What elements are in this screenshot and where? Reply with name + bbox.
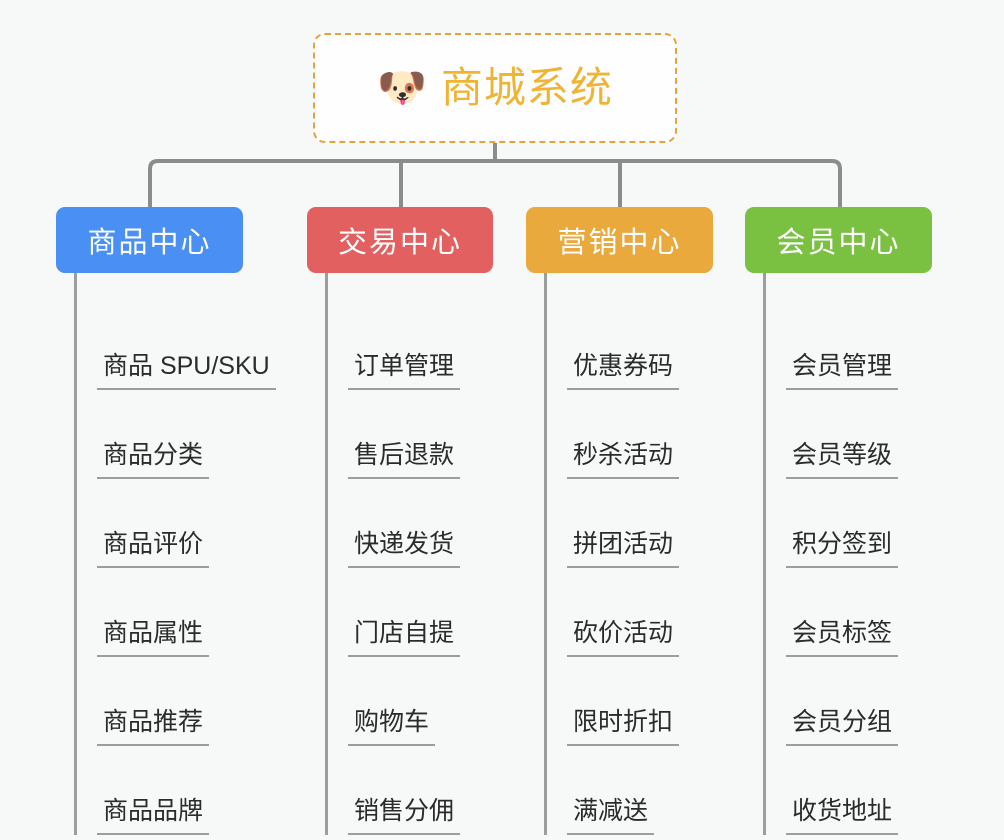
list-item[interactable]: 拼团活动 xyxy=(567,479,713,568)
leaf-label: 购物车 xyxy=(348,708,436,746)
branch-items-member-center: 会员管理 会员等级 积分签到 会员标签 会员分组 收货地址 xyxy=(763,273,932,835)
list-item[interactable]: 商品分类 xyxy=(97,390,276,479)
list-item[interactable]: 优惠券码 xyxy=(567,301,713,390)
leaf-label: 商品属性 xyxy=(97,619,210,657)
branch-member-center: 会员中心 会员管理 会员等级 积分签到 会员标签 会员分组 收货地址 xyxy=(745,207,932,835)
leaf-label: 会员标签 xyxy=(786,619,899,657)
list-item[interactable]: 销售分佣 xyxy=(348,746,493,835)
list-item[interactable]: 商品属性 xyxy=(97,568,276,657)
leaf-label: 商品分类 xyxy=(97,441,210,479)
list-item[interactable]: 会员管理 xyxy=(786,301,932,390)
branch-header-member-center[interactable]: 会员中心 xyxy=(745,207,932,273)
list-item[interactable]: 商品品牌 xyxy=(97,746,276,835)
list-item[interactable]: 商品评价 xyxy=(97,479,276,568)
list-item[interactable]: 限时折扣 xyxy=(567,657,713,746)
leaf-label: 快递发货 xyxy=(348,530,461,568)
leaf-label: 限时折扣 xyxy=(567,708,680,746)
branch-items-marketing-center: 优惠券码 秒杀活动 拼团活动 砍价活动 限时折扣 满减送 xyxy=(544,273,713,835)
list-item[interactable]: 会员标签 xyxy=(786,568,932,657)
leaf-label: 商品评价 xyxy=(97,530,210,568)
list-item[interactable]: 商品推荐 xyxy=(97,657,276,746)
leaf-label: 销售分佣 xyxy=(348,797,461,835)
leaf-label: 收货地址 xyxy=(786,797,899,835)
leaf-label: 商品推荐 xyxy=(97,708,210,746)
leaf-label: 订单管理 xyxy=(348,352,461,390)
root-title: 商城系统 xyxy=(440,64,613,111)
branch-product-center: 商品中心 商品 SPU/SKU 商品分类 商品评价 商品属性 商品推荐 商品品牌 xyxy=(56,207,276,835)
leaf-label: 门店自提 xyxy=(348,619,461,657)
leaf-label: 商品 SPU/SKU xyxy=(97,352,276,390)
list-item[interactable]: 售后退款 xyxy=(348,390,493,479)
branch-header-product-center[interactable]: 商品中心 xyxy=(56,207,243,273)
branch-header-trade-center[interactable]: 交易中心 xyxy=(307,207,493,273)
list-item[interactable]: 满减送 xyxy=(567,746,713,835)
list-item[interactable]: 会员分组 xyxy=(786,657,932,746)
list-item[interactable]: 门店自提 xyxy=(348,568,493,657)
branch-marketing-center: 营销中心 优惠券码 秒杀活动 拼团活动 砍价活动 限时折扣 满减送 xyxy=(526,207,713,835)
branch-header-marketing-center[interactable]: 营销中心 xyxy=(526,207,713,273)
leaf-label: 秒杀活动 xyxy=(567,441,680,479)
root-node[interactable]: 🐶 商城系统 xyxy=(313,33,677,143)
list-item[interactable]: 快递发货 xyxy=(348,479,493,568)
leaf-label: 砍价活动 xyxy=(567,619,680,657)
list-item[interactable]: 积分签到 xyxy=(786,479,932,568)
branch-items-trade-center: 订单管理 售后退款 快递发货 门店自提 购物车 销售分佣 xyxy=(325,273,493,835)
list-item[interactable]: 订单管理 xyxy=(348,301,493,390)
leaf-label: 会员管理 xyxy=(786,352,899,390)
branch-trade-center: 交易中心 订单管理 售后退款 快递发货 门店自提 购物车 销售分佣 xyxy=(307,207,493,835)
leaf-label: 满减送 xyxy=(567,797,655,835)
leaf-label: 会员分组 xyxy=(786,708,899,746)
branch-items-product-center: 商品 SPU/SKU 商品分类 商品评价 商品属性 商品推荐 商品品牌 xyxy=(74,273,276,835)
leaf-label: 会员等级 xyxy=(786,441,899,479)
list-item[interactable]: 收货地址 xyxy=(786,746,932,835)
leaf-label: 拼团活动 xyxy=(567,530,680,568)
dog-face-icon: 🐶 xyxy=(377,66,427,110)
list-item[interactable]: 砍价活动 xyxy=(567,568,713,657)
leaf-label: 优惠券码 xyxy=(567,352,680,390)
list-item[interactable]: 购物车 xyxy=(348,657,493,746)
list-item[interactable]: 会员等级 xyxy=(786,390,932,479)
leaf-label: 积分签到 xyxy=(786,530,899,568)
leaf-label: 售后退款 xyxy=(348,441,461,479)
leaf-label: 商品品牌 xyxy=(97,797,210,835)
list-item[interactable]: 秒杀活动 xyxy=(567,390,713,479)
list-item[interactable]: 商品 SPU/SKU xyxy=(97,301,276,390)
